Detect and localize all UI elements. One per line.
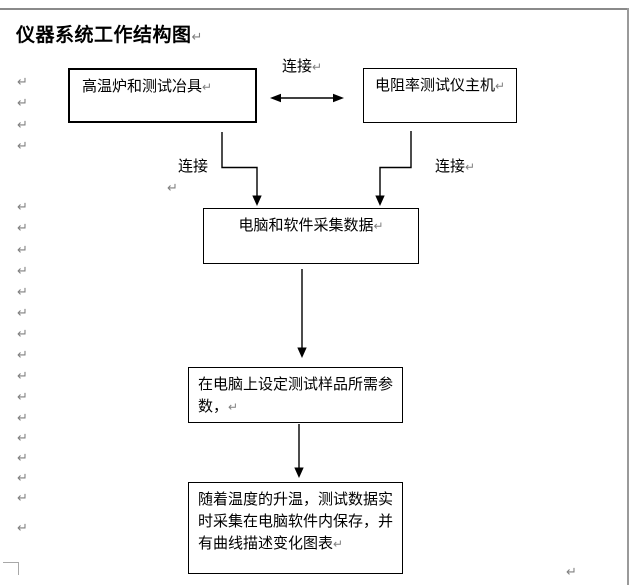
paragraph-mark: ↵ [228,400,239,414]
paragraph-mark: ↵ [17,347,28,362]
paragraph-mark: ↵ [495,79,506,93]
flowchart-box-realtime-collection: 随着温度的升温，测试数据实时采集在电脑软件内保存，并有曲线描述变化图表↵ [188,482,403,574]
page-title-text: 仪器系统工作结构图 [16,25,192,46]
paragraph-mark: ↵ [17,220,28,235]
paragraph-mark: ↵ [333,537,344,551]
paragraph-mark: ↵ [191,29,203,44]
paragraph-mark: ↵ [312,60,323,74]
paragraph-mark: ↵ [202,80,213,94]
connector-tester-to-computer [375,131,412,206]
paragraph-mark: ↵ [17,430,28,445]
paragraph-mark: ↵ [17,368,28,383]
page-edge-right [627,8,629,585]
paragraph-mark: ↵ [566,564,577,579]
page-edge-top [0,8,629,10]
connector-label-text: 连接 [282,58,313,75]
arrowhead-down [375,195,385,206]
page-title: 仪器系统工作结构图↵ [16,20,203,47]
paragraph-mark: ↵ [17,95,28,110]
connector-label-top: 连接↵ [282,55,322,76]
box-label: 电脑和软件采集数据 [238,217,374,234]
flowchart-box-furnace-fixture: 高温炉和测试冶具↵ [68,68,257,123]
arrowhead-left [270,93,281,103]
arrowhead-down [297,347,307,358]
box-label: 高温炉和测试冶具 [82,78,203,95]
connector-params-to-collect [294,424,304,478]
paragraph-mark: ↵ [17,305,28,320]
paragraph-mark: ↵ [17,199,28,214]
connector-label-text: 连接 [178,158,209,175]
connector-label-text: 连接 [435,158,466,175]
flowchart-box-resistivity-tester: 电阻率测试仪主机↵ [363,68,517,123]
box-label: 随着温度的升温，测试数据实时采集在电脑软件内保存，并有曲线描述变化图表 [198,491,394,552]
arrowhead-down [252,195,262,206]
box-label: 电阻率测试仪主机 [375,77,496,94]
paragraph-mark: ↵ [17,389,28,404]
paragraph-mark: ↵ [17,117,28,132]
paragraph-mark: ↵ [17,410,28,425]
paragraph-mark: ↵ [17,284,28,299]
paragraph-mark: ↵ [373,219,384,233]
connector-label-left: 连接 [178,155,208,176]
connector-furnace-to-computer [221,132,262,206]
connector-label-right: 连接↵ [435,155,475,176]
paragraph-mark: ↵ [17,326,28,341]
paragraph-mark: ↵ [17,138,28,153]
arrowhead-right [333,93,344,103]
text-boundary-corner-mark [3,562,19,575]
paragraph-mark: ↵ [17,470,28,485]
paragraph-mark: ↵ [17,242,28,257]
paragraph-mark: ↵ [17,490,28,505]
paragraph-mark: ↵ [17,520,28,535]
arrowhead-down [294,467,304,478]
connector-computer-to-params [297,269,307,358]
box-label: 在电脑上设定测试样品所需参数， [198,376,394,415]
paragraph-mark: ↵ [17,450,28,465]
paragraph-mark: ↵ [17,74,28,89]
flowchart-box-set-parameters: 在电脑上设定测试样品所需参数，↵ [188,367,403,423]
paragraph-mark: ↵ [465,160,476,174]
flowchart-box-computer-software: 电脑和软件采集数据↵ [203,208,419,264]
paragraph-mark: ↵ [167,180,178,195]
double-arrow-furnace-tester [270,93,344,103]
paragraph-mark: ↵ [17,263,28,278]
